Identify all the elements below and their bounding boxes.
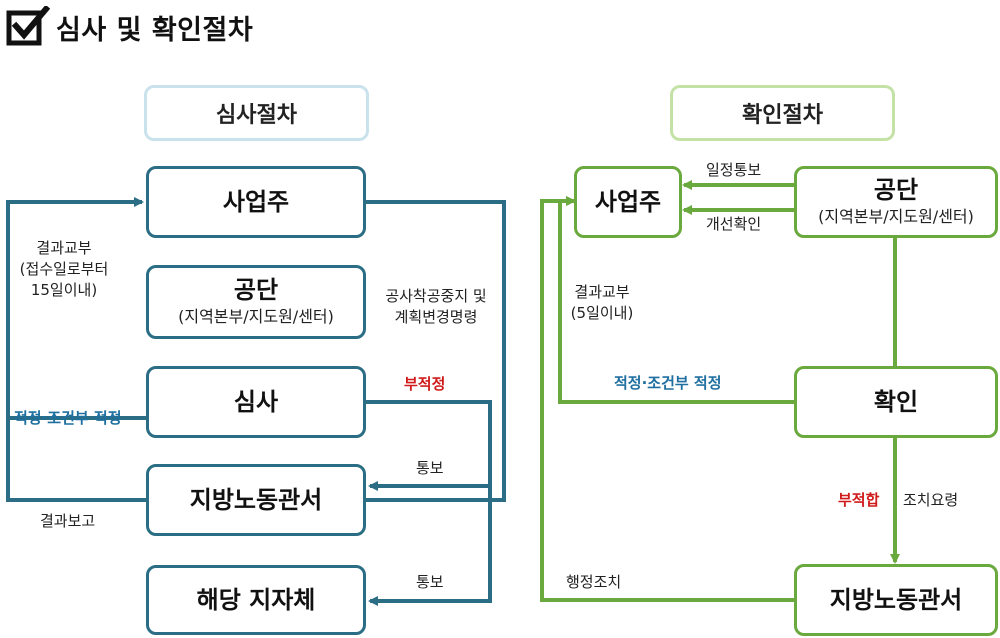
review-box: 심사	[146, 366, 366, 438]
schedule-notice-label: 일정통보	[706, 161, 762, 179]
review-result-delivery-text: 결과교부	[36, 239, 92, 257]
review-result-delivery-sub2: 15일이내)	[30, 281, 98, 299]
review-label: 심사	[233, 387, 279, 416]
admin-action-label: 행정조치	[566, 573, 622, 591]
review-fit-label: 적정·조건부 적정	[14, 409, 122, 427]
review-unfit-label: 부적정	[404, 375, 446, 393]
confirm-box: 확인	[794, 366, 998, 438]
confirm-labor-office-label: 지방노동관서	[829, 585, 963, 614]
confirm-fit-label: 적정·조건부 적정	[614, 374, 722, 392]
confirm-employer-label: 사업주	[594, 187, 662, 216]
confirm-agency-sub: (지역본부/지도원/센터)	[818, 207, 974, 226]
page-title-text: 심사 및 확인절차	[56, 14, 254, 46]
confirm-result-delivery-label: 결과교부 (5일이내)	[558, 282, 646, 324]
review-agency-sub: (지역본부/지도원/센터)	[178, 307, 334, 326]
local-gov-label: 해당 지자체	[196, 585, 316, 614]
local-gov-box: 해당 지자체	[146, 565, 366, 635]
review-agency-box: 공단 (지역본부/지도원/센터)	[146, 265, 366, 339]
arrow-unfit-notify-localgov	[368, 486, 492, 606]
confirm-result-delivery-sub: (5일이내)	[570, 304, 634, 322]
line-result-report	[6, 418, 146, 502]
review-notify-localgov-label: 통보	[416, 573, 444, 591]
review-result-delivery-label: 결과교부 (접수일로부터 15일이내)	[14, 238, 114, 301]
suspend-order-line2: 계획변경명령	[394, 308, 478, 326]
review-result-delivery-sub1: (접수일로부터	[19, 260, 109, 278]
review-process-header: 심사절차	[144, 85, 369, 141]
review-employer-label: 사업주	[222, 187, 290, 216]
line-suspend-order	[366, 200, 506, 502]
improvement-check-label: 개선확인	[706, 215, 762, 233]
action-request-label: 조치요령	[903, 491, 959, 509]
review-notify-office-label: 통보	[416, 459, 444, 477]
page-title: 심사 및 확인절차	[6, 4, 253, 50]
confirm-unfit-label: 부적합	[838, 491, 880, 509]
confirm-process-header: 확인절차	[670, 85, 895, 141]
review-labor-office-label: 지방노동관서	[189, 485, 323, 514]
suspend-order-line1: 공사착공중지 및	[385, 287, 487, 305]
arrow-admin-action	[540, 196, 794, 602]
review-result-report-label: 결과보고	[40, 512, 96, 530]
review-labor-office-box: 지방노동관서	[146, 464, 366, 536]
confirm-label: 확인	[873, 387, 919, 416]
confirm-result-delivery-text: 결과교부	[574, 283, 630, 301]
confirm-labor-office-box: 지방노동관서	[794, 564, 998, 636]
arrow-result-to-employer	[6, 197, 146, 420]
review-employer-box: 사업주	[146, 166, 366, 238]
suspend-order-label: 공사착공중지 및 계획변경명령	[374, 286, 498, 328]
review-agency-label: 공단	[233, 276, 279, 305]
checkbox-check-icon	[6, 6, 50, 46]
confirm-employer-box: 사업주	[574, 166, 682, 238]
confirm-agency-label: 공단	[873, 176, 919, 205]
confirm-agency-box: 공단 (지역본부/지도원/센터)	[794, 166, 998, 238]
arrow-unfit-notify-office	[366, 400, 492, 491]
